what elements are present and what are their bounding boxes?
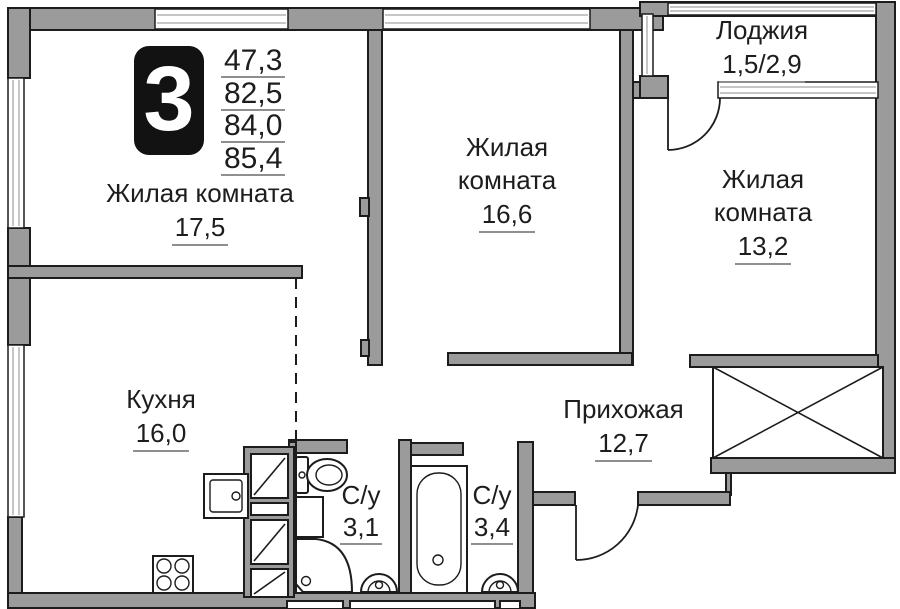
window-left-lower [7, 344, 25, 518]
sink [480, 573, 520, 593]
wall-wardrobe-bottom [710, 457, 896, 474]
wall-partition-right [619, 29, 634, 366]
wall-entrance-left [532, 491, 576, 506]
wall-partition-left-pier [359, 197, 370, 217]
area-summary-item: 84,0 [221, 110, 286, 144]
wall-entrance-right [637, 491, 731, 506]
walls [7, 1, 896, 609]
lower-edge-blocks [286, 600, 521, 609]
wall-kitchen-divider [7, 265, 303, 279]
wall-bath2-right [517, 441, 534, 594]
window-loggia-inner [717, 81, 879, 99]
kitchen-sink [203, 473, 249, 519]
area-summary-list: 47,3 82,5 84,0 85,4 [221, 45, 286, 176]
door-entrance [575, 504, 639, 561]
windows [7, 2, 879, 518]
stove [152, 555, 194, 594]
window-top-middle [382, 8, 591, 30]
wall-partition-left-foot [360, 339, 370, 357]
wall-bath-divider [398, 439, 412, 594]
wall-rightroom-bottom [689, 354, 879, 368]
area-summary-item: 47,3 [221, 45, 286, 78]
room-label-bathroom-2: С/у 3,4 [462, 480, 522, 545]
room-label-kitchen: Кухня 16,0 [96, 383, 226, 452]
room-label-hallway: Прихожая 12,7 [541, 393, 706, 462]
area-summary-item: 85,4 [221, 143, 286, 176]
room-label-living-2: Жилая комната 16,6 [432, 131, 582, 233]
wall-partition-left [367, 29, 383, 366]
room-label-living-3: Жилая комната 13,2 [688, 163, 838, 265]
doors [575, 97, 721, 561]
wall-top-left-corner [7, 7, 31, 79]
window-loggia-side [641, 13, 654, 77]
bathtub [410, 465, 468, 594]
toilet [295, 456, 348, 494]
wall-loggia-left-stub [639, 75, 669, 99]
room-label-bathroom-1: С/у 3,1 [331, 480, 391, 545]
hand-sink [359, 573, 399, 593]
washing-machine [295, 496, 324, 538]
wall-left-middle [7, 227, 31, 346]
built-in-wardrobe [712, 366, 884, 459]
door-loggia [667, 97, 721, 151]
window-left-upper [7, 77, 25, 229]
vent-shaft [243, 446, 295, 598]
area-summary-item: 82,5 [221, 78, 286, 111]
wall-bath1-top [288, 439, 348, 454]
wall-midroom-bottom [447, 352, 633, 366]
wall-bath2-top [410, 442, 464, 456]
window-loggia-top [667, 2, 877, 16]
shower-tray [295, 538, 354, 593]
room-label-living-1: Жилая комната 17,5 [70, 177, 330, 246]
rooms-count-badge: 3 [134, 46, 204, 155]
room-label-loggia: Лоджия 1,5/2,9 [687, 14, 837, 83]
window-top-left [154, 8, 289, 30]
